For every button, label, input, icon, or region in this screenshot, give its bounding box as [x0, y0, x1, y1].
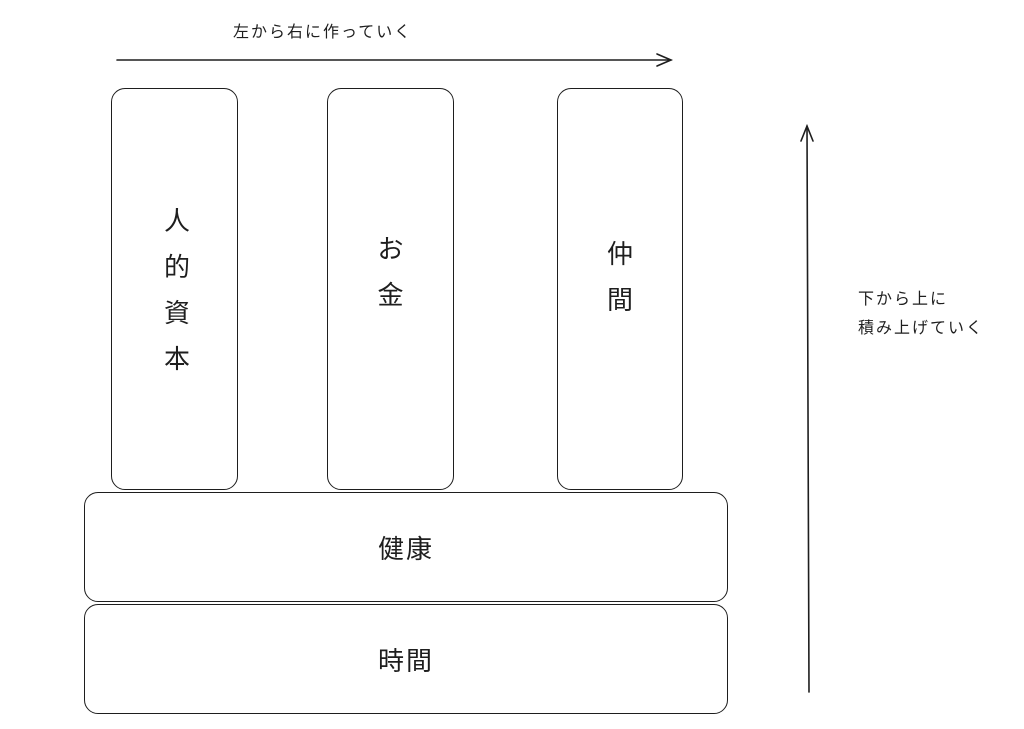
- foundation-label: 時間: [377, 646, 434, 677]
- pillar-char: お: [377, 235, 404, 265]
- pillar-char: 間: [606, 286, 633, 316]
- foundation-health: 健康: [84, 492, 728, 602]
- pillar-char: 仲: [606, 240, 633, 270]
- bottom-to-top-arrow: [800, 123, 814, 693]
- right-direction-label-line2: 積み上げていく: [858, 318, 985, 337]
- top-direction-label: 左から右に作っていく: [233, 22, 413, 41]
- foundation-time: 時間: [84, 604, 728, 714]
- pillar-companions: 仲 間: [557, 88, 683, 490]
- pillar-label: 人的資本: [159, 207, 190, 391]
- foundation-label: 健康: [377, 534, 434, 565]
- right-direction-label-line1: 下から上に: [858, 289, 949, 308]
- pillar-money: お 金: [327, 88, 454, 490]
- pillar-char: 金: [377, 281, 404, 311]
- left-to-right-arrow: [116, 53, 674, 67]
- pillar-human-capital: 人的資本: [111, 88, 238, 490]
